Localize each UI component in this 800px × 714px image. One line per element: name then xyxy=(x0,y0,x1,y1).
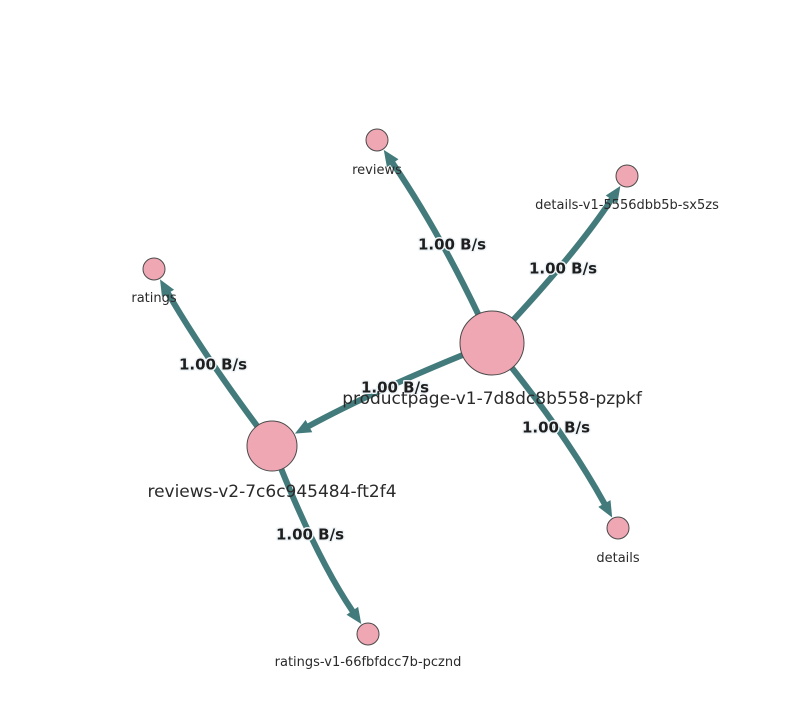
edge-reviews-v2-to-ratings[interactable] xyxy=(160,279,262,431)
node-label: reviews xyxy=(352,163,402,178)
node-ratings-v1[interactable] xyxy=(356,622,380,646)
edge-productpage-to-reviews[interactable] xyxy=(383,149,483,319)
edge-arrowhead xyxy=(160,279,175,297)
edges-layer xyxy=(160,149,621,625)
node-details[interactable] xyxy=(606,516,630,540)
node-productpage[interactable] xyxy=(459,310,525,376)
node-circle[interactable] xyxy=(365,128,389,152)
node-label: ratings xyxy=(131,291,177,306)
node-label: reviews-v2-7c6c945484-ft2f4 xyxy=(147,482,396,502)
edge-label: 1.00 B/s xyxy=(179,356,247,374)
edge-label: 1.00 B/s xyxy=(529,260,597,278)
node-reviews-v2[interactable] xyxy=(246,420,298,472)
edge-arrowhead xyxy=(598,500,613,518)
edge-label: 1.00 B/s xyxy=(418,236,486,254)
edge-line[interactable] xyxy=(389,160,483,319)
edge-productpage-to-details-v1[interactable] xyxy=(509,186,621,324)
edge-line[interactable] xyxy=(165,290,262,431)
node-circle[interactable] xyxy=(142,257,166,281)
edge-arrowhead xyxy=(346,606,362,625)
edge-label: 1.00 B/s xyxy=(361,379,429,397)
edge-arrowhead xyxy=(605,186,621,204)
edge-reviews-v2-to-ratings-v1[interactable] xyxy=(277,464,362,625)
node-circle[interactable] xyxy=(615,164,639,188)
node-label: details xyxy=(596,551,640,566)
edge-arrowhead xyxy=(294,419,313,434)
nodes-layer xyxy=(142,128,639,646)
edge-productpage-to-details[interactable] xyxy=(507,363,613,518)
edge-line[interactable] xyxy=(305,351,468,430)
edge-arrowhead xyxy=(383,149,399,168)
node-circle[interactable] xyxy=(246,420,298,472)
node-label: productpage-v1-7d8dc8b558-pzpkf xyxy=(342,389,643,409)
edge-productpage-to-reviews-v2[interactable] xyxy=(294,351,468,434)
node-circle[interactable] xyxy=(356,622,380,646)
node-reviews[interactable] xyxy=(365,128,389,152)
node-ratings[interactable] xyxy=(142,257,166,281)
node-label: details-v1-5556dbb5b-sx5zs xyxy=(535,198,719,213)
edge-line[interactable] xyxy=(507,363,608,507)
node-label: ratings-v1-66fbfdcc7b-pcznd xyxy=(275,655,462,670)
edge-label: 1.00 B/s xyxy=(522,419,590,437)
edge-line[interactable] xyxy=(509,196,615,324)
node-circle[interactable] xyxy=(606,516,630,540)
edge-line[interactable] xyxy=(277,464,356,614)
labels-layer: 1.00 B/s 1.00 B/s 1.00 B/s 1.00 B/s 1.00 B/s… xyxy=(131,163,719,670)
node-circle[interactable] xyxy=(459,310,525,376)
node-details-v1[interactable] xyxy=(615,164,639,188)
edge-label: 1.00 B/s xyxy=(276,526,344,544)
